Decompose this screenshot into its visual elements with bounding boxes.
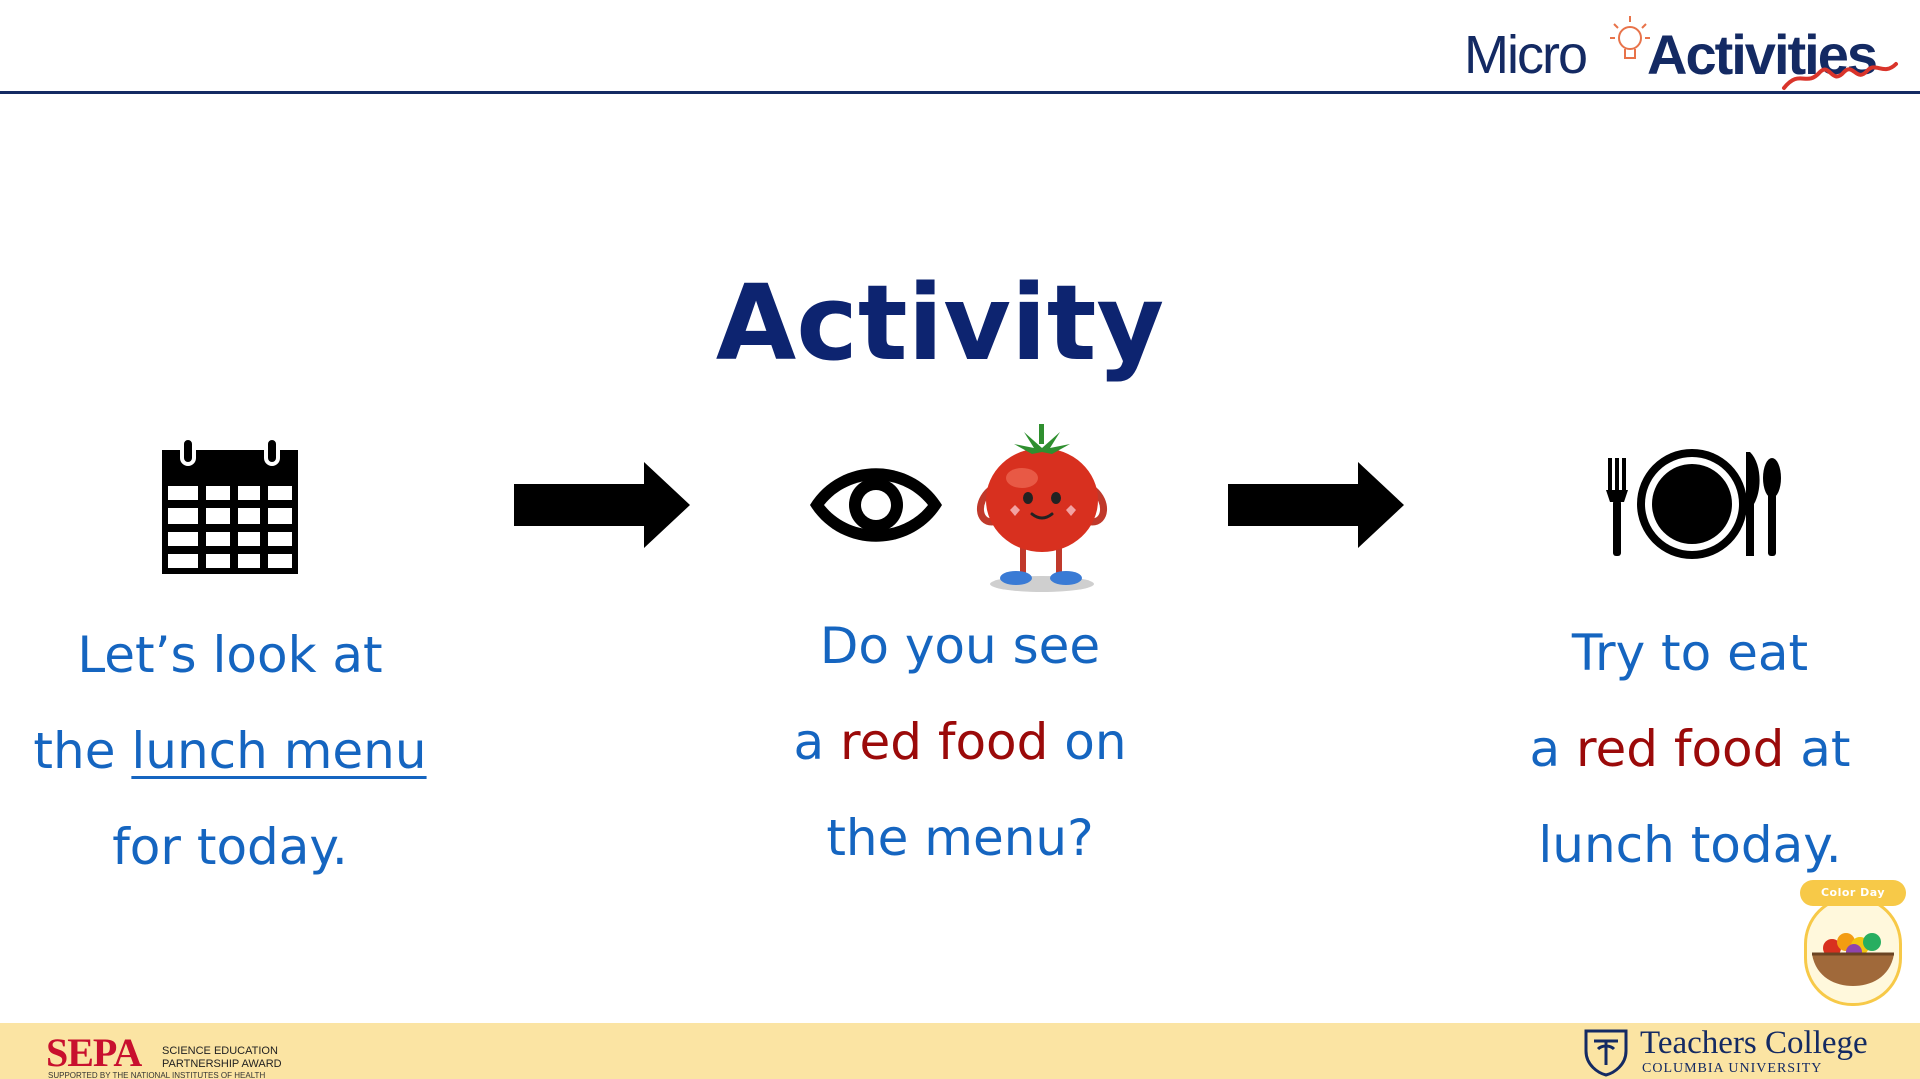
sepa-line-3: SUPPORTED BY THE NATIONAL INSTITUTES OF … [48, 1071, 266, 1079]
shield-icon [1584, 1029, 1628, 1077]
page-title: Activity [715, 262, 1165, 384]
step-one-line-1: Let’s look at [77, 626, 383, 684]
step-three-line-3: lunch today. [1538, 816, 1842, 874]
lightbulb-icon [1610, 16, 1650, 59]
step-one-line-2-pre: the [33, 722, 132, 780]
step-three-text: Try to eat a red food at lunch today. [1460, 605, 1920, 893]
lunch-menu-link[interactable]: lunch menu [131, 722, 427, 780]
step-three-line-2-pre: a [1529, 720, 1577, 778]
red-food-highlight: red food [1576, 720, 1785, 778]
tomato-character-icon [977, 424, 1107, 592]
title-wrap: Activity [0, 262, 1920, 384]
step-one-text: Let’s look at the lunch menu for today. [0, 607, 460, 895]
sepa-wordmark: SEPA [46, 1030, 142, 1075]
sepa-line-1: SCIENCE EDUCATION [162, 1045, 278, 1057]
teachers-college-name: Teachers College [1640, 1025, 1868, 1061]
header-divider [0, 91, 1920, 94]
footer-bar: SEPA SCIENCE EDUCATION PARTNERSHIP AWARD… [0, 1023, 1920, 1079]
micro-activities-logo: Micro Activities [1462, 6, 1902, 96]
step-three-line-2-post: at [1784, 720, 1851, 778]
step-three-line-2: a red food at [1460, 701, 1920, 797]
plate-fork-spoon-icon [1606, 449, 1781, 559]
badge-label: Color Day [1800, 880, 1906, 906]
step-two-line-3: the menu? [826, 809, 1094, 867]
eye-icon [810, 468, 942, 542]
step-two-line-2-pre: a [793, 713, 840, 771]
bowl-icon [1812, 933, 1894, 986]
step-two-line-1: Do you see [819, 617, 1101, 675]
sepa-line-2: PARTNERSHIP AWARD [162, 1058, 282, 1070]
step-two-line-2: a red food on [740, 694, 1180, 790]
step-three-line-1: Try to eat [1571, 624, 1809, 682]
logo-squiggle [1782, 62, 1898, 90]
arrow-right-icon [1228, 462, 1404, 548]
red-food-highlight: red food [839, 713, 1049, 771]
calendar-icon [162, 436, 298, 574]
step-one-line-3: for today. [112, 818, 348, 876]
columbia-university-text: COLUMBIA UNIVERSITY [1642, 1061, 1823, 1076]
color-day-badge: Color Day [1800, 880, 1906, 1006]
logo-micro-text: Micro [1464, 25, 1588, 85]
step-two-text: Do you see a red food on the menu? [740, 598, 1180, 886]
step-two-line-2-post: on [1048, 713, 1127, 771]
step-one-line-2: the lunch menu [0, 703, 460, 799]
arrow-right-icon [514, 462, 690, 548]
teachers-college-logo: Teachers College COLUMBIA UNIVERSITY [1582, 1025, 1912, 1077]
